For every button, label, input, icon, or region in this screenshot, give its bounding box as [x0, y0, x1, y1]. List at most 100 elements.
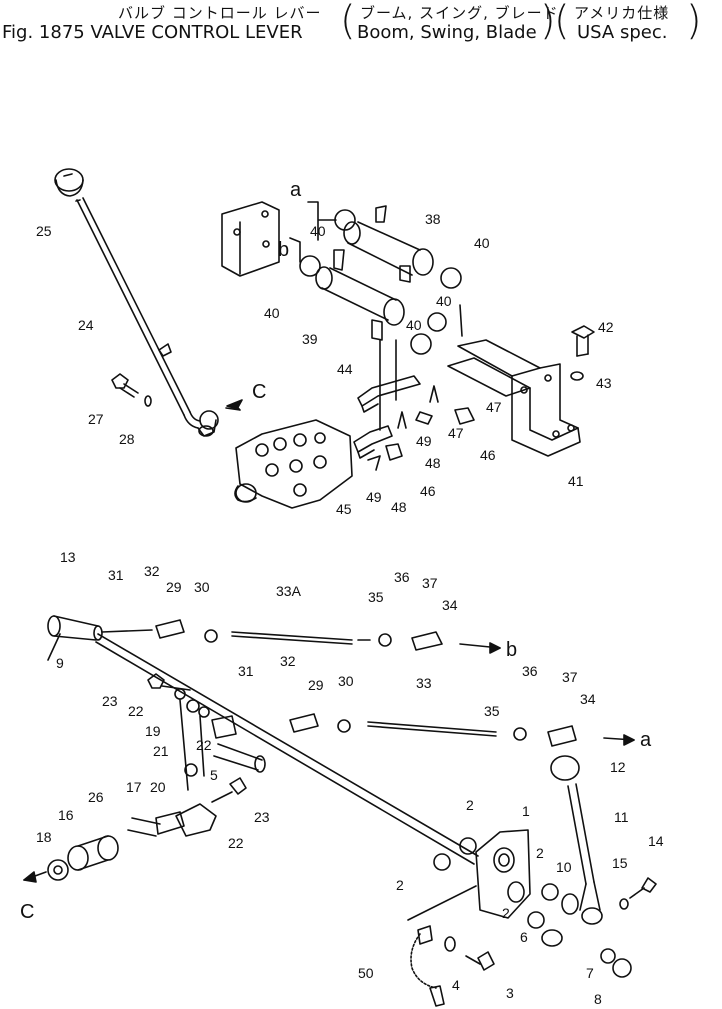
- clevis-29-lower: [289, 713, 319, 733]
- clevis-29-upper: [155, 619, 185, 639]
- callout-2c: 2: [396, 877, 404, 893]
- callout-50: 50: [358, 965, 374, 981]
- clevis-45: [353, 425, 393, 459]
- callout-2b: 2: [536, 845, 544, 861]
- callout-48a: 48: [425, 455, 441, 471]
- lever-5: [211, 715, 266, 773]
- callout-25: 25: [36, 223, 52, 239]
- callout-40b: 40: [264, 305, 280, 321]
- callout-42: 42: [598, 319, 614, 335]
- region-japanese: アメリカ仕様: [574, 4, 670, 22]
- bracket-left: [221, 201, 280, 277]
- figure-header: バルブ コントロール レバー ( ブーム, スイング, ブレード ) ( アメリ…: [0, 0, 722, 50]
- rod-33: [367, 721, 497, 737]
- washer-15: [619, 898, 629, 910]
- nut-35-upper: [378, 633, 392, 647]
- callout-31a: 31: [108, 567, 124, 583]
- bushings-2: [433, 837, 559, 929]
- bushing-18: [47, 859, 69, 881]
- lever-end-fitting: [197, 410, 219, 437]
- callout-38: 38: [425, 211, 441, 227]
- callout-40d: 40: [436, 293, 452, 309]
- callout-47b: 47: [448, 425, 464, 441]
- callout-46b: 46: [420, 483, 436, 499]
- callout-9: 9: [56, 655, 64, 671]
- callout-19: 19: [145, 723, 161, 739]
- washer-28: [144, 395, 152, 407]
- washers-22-19: [174, 688, 210, 718]
- callout-47a: 47: [486, 399, 502, 415]
- cross-shaft-9: [47, 615, 103, 661]
- callout-32b: 32: [280, 653, 296, 669]
- callout-36b: 36: [522, 663, 538, 679]
- callout-b-lower: b: [506, 639, 517, 661]
- shaft-38: [343, 205, 434, 283]
- callout-39: 39: [302, 331, 318, 347]
- clevis-34-upper: [411, 631, 443, 651]
- callout-35b: 35: [484, 703, 500, 719]
- callout-22b: 22: [196, 737, 212, 753]
- pins-and-bolts-46-49: [367, 385, 475, 471]
- variant-english: Boom, Swing, Blade: [357, 22, 537, 43]
- callout-22a: 22: [128, 703, 144, 719]
- bracket-1: [475, 829, 531, 919]
- callout-20: 20: [150, 779, 166, 795]
- callout-45: 45: [336, 501, 352, 517]
- collar-10: [561, 893, 579, 915]
- callout-12: 12: [610, 759, 626, 775]
- callout-21: 21: [153, 743, 169, 759]
- clevis-44: [357, 375, 421, 413]
- callout-28: 28: [119, 431, 135, 447]
- callout-49b: 49: [366, 489, 382, 505]
- callout-C-lower: C: [20, 901, 34, 923]
- bolt-14: [629, 877, 657, 899]
- callout-15: 15: [612, 855, 628, 871]
- callout-34a: 34: [442, 597, 458, 613]
- callout-23b: 23: [254, 809, 270, 825]
- chain-pin-50: [410, 925, 445, 1007]
- callout-16: 16: [58, 807, 74, 823]
- callout-37a: 37: [422, 575, 438, 591]
- callout-40c: 40: [474, 235, 490, 251]
- plate-22: [175, 803, 217, 837]
- callout-13: 13: [60, 549, 76, 565]
- washer-7: [600, 948, 616, 964]
- callout-2d: 2: [502, 905, 510, 921]
- bolt-23-upper: [147, 673, 191, 691]
- callout-34b: 34: [580, 691, 596, 707]
- collar-16: [67, 835, 119, 871]
- close-paren-2: ): [686, 0, 702, 44]
- callout-C-upper: C: [252, 381, 266, 403]
- collar-6: [541, 929, 563, 947]
- washer-43: [570, 371, 584, 381]
- callout-29a: 29: [166, 579, 182, 595]
- washer-4: [444, 936, 456, 952]
- callout-6: 6: [520, 929, 528, 945]
- clevis-34-lower: [547, 725, 577, 747]
- callout-37b: 37: [562, 669, 578, 685]
- bracket-41: [447, 339, 581, 457]
- callout-48b: 48: [391, 499, 407, 515]
- region-english: USA spec.: [577, 22, 668, 43]
- bolt-23-lower: [211, 777, 247, 803]
- callout-43: 43: [596, 375, 612, 391]
- callout-7: 7: [586, 965, 594, 981]
- callout-41: 41: [568, 473, 584, 489]
- callout-46a: 46: [480, 447, 496, 463]
- variant-japanese: ブーム, スイング, ブレード: [360, 4, 559, 22]
- callout-40e: 40: [406, 317, 422, 333]
- pin-17: [127, 811, 185, 837]
- open-paren: (: [340, 0, 356, 44]
- bolt-27: [111, 373, 139, 398]
- control-valve: [234, 419, 353, 509]
- long-rod: [95, 633, 479, 865]
- nut-30-lower: [337, 719, 351, 733]
- callout-30b: 30: [338, 673, 354, 689]
- bolt-42: [571, 325, 595, 357]
- knob-25: [54, 168, 84, 197]
- ring-8: [612, 958, 632, 978]
- callout-8: 8: [594, 991, 602, 1007]
- title-japanese: バルブ コントロール レバー: [118, 4, 322, 22]
- knob-12: [550, 755, 580, 781]
- callout-11: 11: [614, 809, 629, 825]
